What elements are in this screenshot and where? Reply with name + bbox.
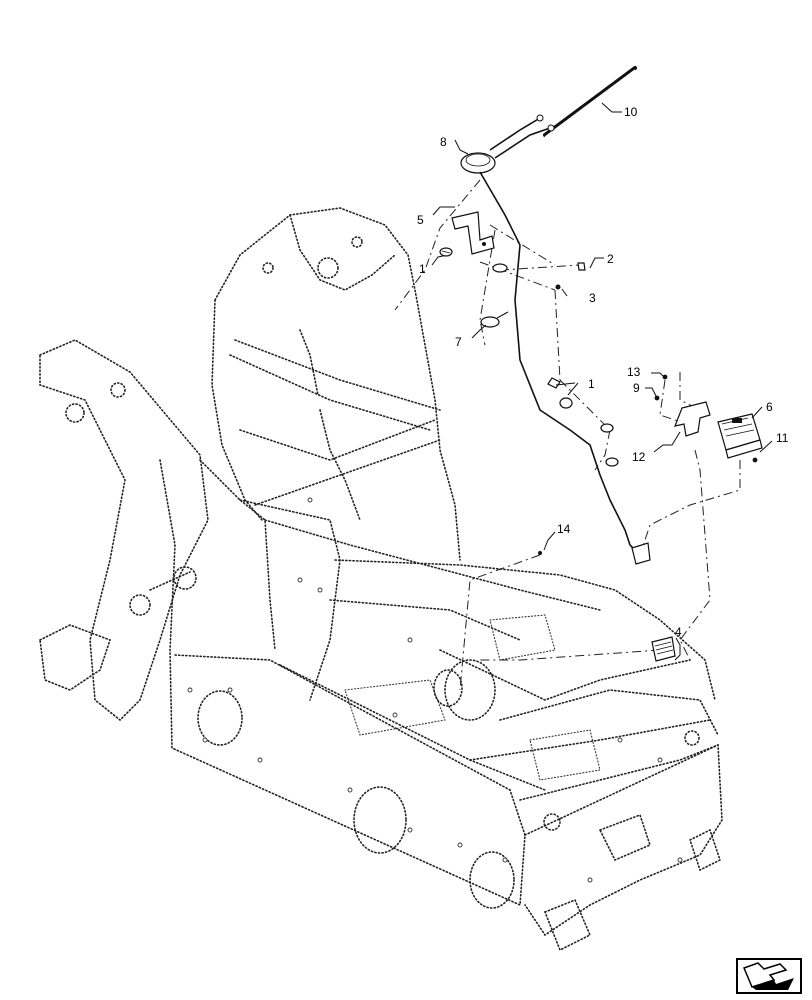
- leader-lines: [431, 102, 773, 661]
- callout-4: 4: [675, 625, 682, 639]
- callout-5: 5: [417, 213, 424, 227]
- callout-3: 3: [589, 291, 596, 305]
- control-module: [717, 413, 763, 459]
- callout-1-lower: 1: [588, 377, 595, 391]
- callout-14: 14: [557, 522, 571, 536]
- next-page-arrow-icon: [736, 958, 802, 994]
- screw-14: [538, 551, 542, 555]
- callout-10: 10: [624, 105, 638, 119]
- screw-9: [654, 395, 660, 401]
- cable-clip-upper: [439, 247, 453, 257]
- antenna-cable: [543, 66, 637, 138]
- grommet-upper: [492, 263, 508, 273]
- callout-11: 11: [776, 431, 789, 445]
- module-bracket: [674, 401, 711, 437]
- nut: [577, 262, 586, 271]
- cable-tie: [480, 311, 509, 328]
- callout-6: 6: [766, 400, 773, 414]
- harness-connector: [631, 542, 651, 565]
- antenna-harness-leads: [489, 114, 555, 159]
- screw-11: [752, 457, 758, 463]
- decal: [651, 636, 676, 662]
- callout-12: 12: [632, 450, 646, 464]
- callout-8: 8: [440, 135, 447, 149]
- callout-1-upper: 1: [419, 262, 426, 276]
- callout-9: 9: [633, 381, 640, 395]
- assembly-guide-lines: [394, 179, 741, 691]
- antenna-puck: [460, 152, 496, 174]
- loader-frame: [39, 207, 723, 952]
- cable-clip-lower: [547, 377, 573, 409]
- grommet-lower-a: [600, 423, 614, 433]
- screw-13: [662, 374, 668, 380]
- harness-wire: [479, 171, 641, 556]
- screw: [555, 284, 561, 290]
- next-page-button[interactable]: [736, 958, 802, 994]
- grommet-lower-b: [605, 457, 619, 467]
- callout-2: 2: [607, 252, 614, 266]
- callout-13: 13: [627, 365, 641, 379]
- callout-labels: 10 8 5 1 2 3 7 1 13 9 6 12 11 14 4: [417, 105, 789, 639]
- callout-7: 7: [455, 335, 462, 349]
- mounting-bracket: [451, 211, 495, 255]
